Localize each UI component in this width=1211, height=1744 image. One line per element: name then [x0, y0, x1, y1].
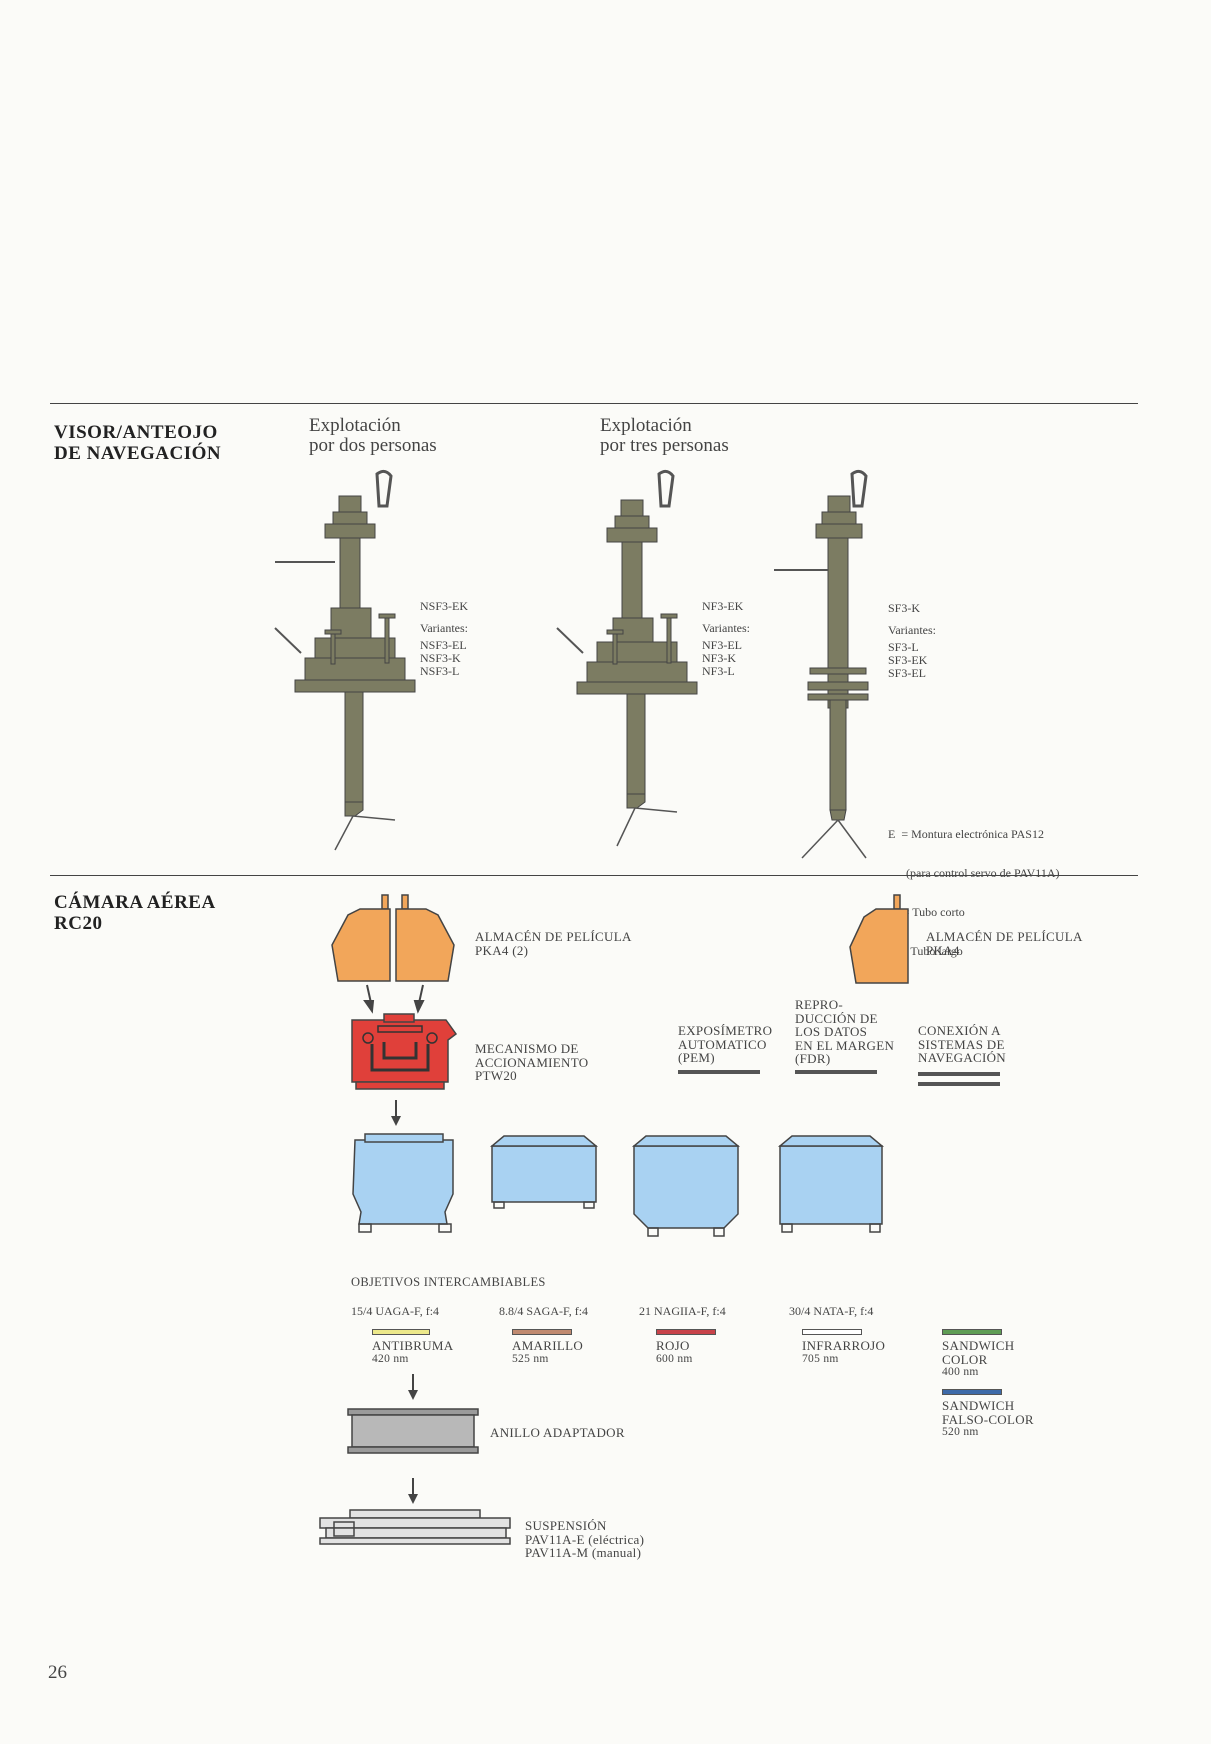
lenses-heading: OBJETIVOS INTERCAMBIABLES — [351, 1275, 546, 1289]
filter-antibruma: ANTIBRUMA 420 nm — [372, 1338, 454, 1365]
variant-legend: E = Montura electrónica PAS12 (para cont… — [888, 827, 1060, 958]
filter-swatch-antibruma — [372, 1329, 430, 1335]
lens-nagiia — [631, 1135, 741, 1237]
filter-rojo: ROJO 600 nm — [656, 1338, 693, 1365]
suspension-label: SUSPENSIÓN PAV11A-E (eléctrica) PAV11A-M… — [525, 1518, 645, 1560]
drive-mechanism — [351, 1013, 458, 1090]
lens-uaga — [352, 1133, 454, 1233]
viewer-label-nsf3: NSF3-EK Variantes: NSF3-EL NSF3-K NSF3-L — [420, 599, 469, 678]
filter-amarillo: AMARILLO 525 nm — [512, 1338, 584, 1365]
option-data-recording-bar — [795, 1070, 877, 1074]
filter-swatch-infrarrojo — [802, 1329, 862, 1335]
option-navigation-link-bar-2 — [918, 1082, 1000, 1086]
suspension-mount — [319, 1509, 511, 1545]
adapter-ring — [347, 1408, 479, 1454]
arrow-adapter-to-suspension — [408, 1478, 418, 1504]
viewer-drawing-nsf3 — [274, 469, 416, 851]
lens-nata — [777, 1135, 885, 1233]
filter-swatch-rojo — [656, 1329, 716, 1335]
filter-swatch-sandwich-falso-color — [942, 1389, 1002, 1395]
lens-name-nata: 30/4 NATA-F, f:4 — [789, 1304, 874, 1318]
filter-sandwich-falso-color: SANDWICH FALSO-COLOR 520 nm — [942, 1398, 1034, 1438]
viewer-drawing-nf3 — [556, 469, 698, 847]
page-number: 26 — [48, 1662, 67, 1683]
drive-mechanism-label: MECANISMO DE ACCIONAMIENTO PTW20 — [475, 1041, 589, 1083]
viewer-label-nf3: NF3-EK Variantes: NF3-EL NF3-K NF3-L — [702, 599, 750, 678]
option-data-recording: REPRO- DUCCIÓN DE LOS DATOS EN EL MARGEN… — [795, 997, 895, 1066]
viewer-section-title: VISOR/ANTEOJO DE NAVEGACIÓN — [54, 422, 222, 464]
lens-saga — [489, 1135, 599, 1209]
lens-name-nagiia: 21 NAGIIA-F, f:4 — [639, 1304, 726, 1318]
arrow-lens-to-adapter — [408, 1374, 418, 1400]
lens-name-saga: 8.8/4 SAGA-F, f:4 — [499, 1304, 589, 1318]
filter-sandwich-color: SANDWICH COLOR 400 nm — [942, 1338, 1015, 1378]
viewer-drawing-sf3 — [774, 469, 869, 859]
film-magazine-double — [331, 894, 455, 982]
middle-rule — [50, 875, 1138, 876]
option-navigation-link-bar-1 — [918, 1072, 1000, 1076]
option-exposure-meter: EXPOSÍMETRO AUTOMATICO (PEM) — [678, 1023, 773, 1065]
viewer-label-sf3: SF3-K Variantes: SF3-L SF3-EK SF3-EL — [888, 601, 936, 680]
arrows-magazine-to-drive — [363, 984, 425, 1014]
operation-three-persons: Explotación por tres personas — [600, 415, 729, 456]
film-magazine-double-label: ALMACÉN DE PELÍCULA PKA4 (2) — [475, 929, 632, 958]
top-rule — [50, 403, 1138, 404]
filter-swatch-sandwich-color — [942, 1329, 1002, 1335]
camera-section-title: CÁMARA AÉREA RC20 — [54, 892, 216, 934]
arrow-drive-to-lens — [391, 1100, 401, 1126]
option-exposure-meter-bar — [678, 1070, 760, 1074]
operation-two-persons: Explotación por dos personas — [309, 415, 437, 456]
adapter-ring-label: ANILLO ADAPTADOR — [490, 1425, 625, 1440]
film-magazine-single-label: ALMACÉN DE PELÍCULA PKA4 — [926, 929, 1083, 958]
lens-name-uaga: 15/4 UAGA-F, f:4 — [351, 1304, 440, 1318]
filter-infrarrojo: INFRARROJO 705 nm — [802, 1338, 886, 1365]
filter-swatch-amarillo — [512, 1329, 572, 1335]
option-navigation-link: CONEXIÓN A SISTEMAS DE NAVEGACIÓN — [918, 1023, 1006, 1065]
film-magazine-single — [849, 894, 909, 984]
